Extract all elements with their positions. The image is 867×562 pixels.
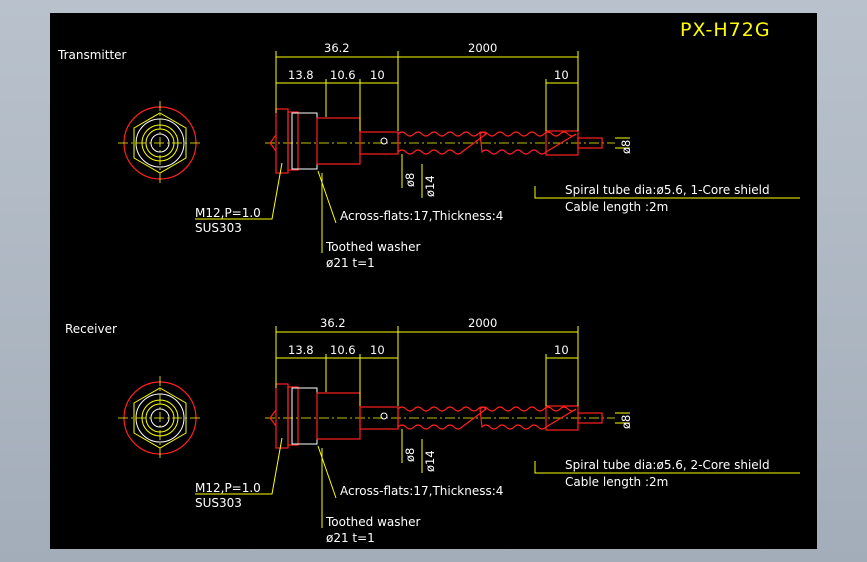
dia-end: ø8 bbox=[619, 140, 633, 154]
dia-large: ø14 bbox=[423, 450, 437, 472]
view-label: Receiver bbox=[65, 322, 117, 336]
dimension-lines bbox=[195, 326, 800, 528]
spiral-tube-spec: Spiral tube dia:ø5.6, 2-Core shield bbox=[565, 458, 770, 472]
dia-small: ø8 bbox=[403, 448, 417, 462]
washer-spec: ø21 t=1 bbox=[326, 256, 375, 270]
thread-spec: M12,P=1.0 bbox=[195, 481, 261, 495]
dim-end: 10 bbox=[554, 68, 569, 82]
dimension-lines bbox=[195, 51, 800, 253]
dim-a: 13.8 bbox=[288, 68, 314, 82]
dia-small: ø8 bbox=[403, 173, 417, 187]
dim-end: 10 bbox=[554, 343, 569, 357]
dim-b: 10.6 bbox=[330, 343, 356, 357]
dim-c: 10 bbox=[370, 68, 385, 82]
across-flats-spec: Across-flats:17,Thickness:4 bbox=[340, 209, 503, 223]
washer-spec: ø21 t=1 bbox=[326, 531, 375, 545]
thread-spec: M12,P=1.0 bbox=[195, 206, 261, 220]
transmitter-view: Transmitter bbox=[57, 41, 800, 270]
dim-a: 13.8 bbox=[288, 343, 314, 357]
sensor-body bbox=[265, 383, 615, 449]
cable-length-spec: Cable length :2m bbox=[565, 200, 668, 214]
dia-large: ø14 bbox=[423, 175, 437, 197]
dim-total: 36.2 bbox=[324, 41, 350, 55]
sensor-body bbox=[265, 108, 615, 174]
dim-cable: 2000 bbox=[468, 41, 497, 55]
dim-cable: 2000 bbox=[468, 316, 497, 330]
washer-title: Toothed washer bbox=[325, 240, 421, 254]
dia-end: ø8 bbox=[619, 415, 633, 429]
spiral-tube-spec: Spiral tube dia:ø5.6, 1-Core shield bbox=[565, 183, 770, 197]
cad-drawing-canvas: PX-H72G Transmitter bbox=[50, 13, 817, 549]
dim-total: 36.2 bbox=[320, 316, 346, 330]
receiver-view: Receiver bbox=[65, 316, 800, 545]
cable-length-spec: Cable length :2m bbox=[565, 475, 668, 489]
dim-b: 10.6 bbox=[330, 68, 356, 82]
material-spec: SUS303 bbox=[195, 221, 242, 235]
washer-title: Toothed washer bbox=[325, 515, 421, 529]
front-hex-view bbox=[118, 376, 202, 460]
view-label: Transmitter bbox=[57, 48, 127, 62]
front-hex-view bbox=[118, 101, 202, 185]
dim-c: 10 bbox=[370, 343, 385, 357]
material-spec: SUS303 bbox=[195, 496, 242, 510]
drawing-title: PX-H72G bbox=[680, 19, 771, 41]
cad-drawing: PX-H72G Transmitter bbox=[57, 19, 800, 545]
across-flats-spec: Across-flats:17,Thickness:4 bbox=[340, 484, 503, 498]
